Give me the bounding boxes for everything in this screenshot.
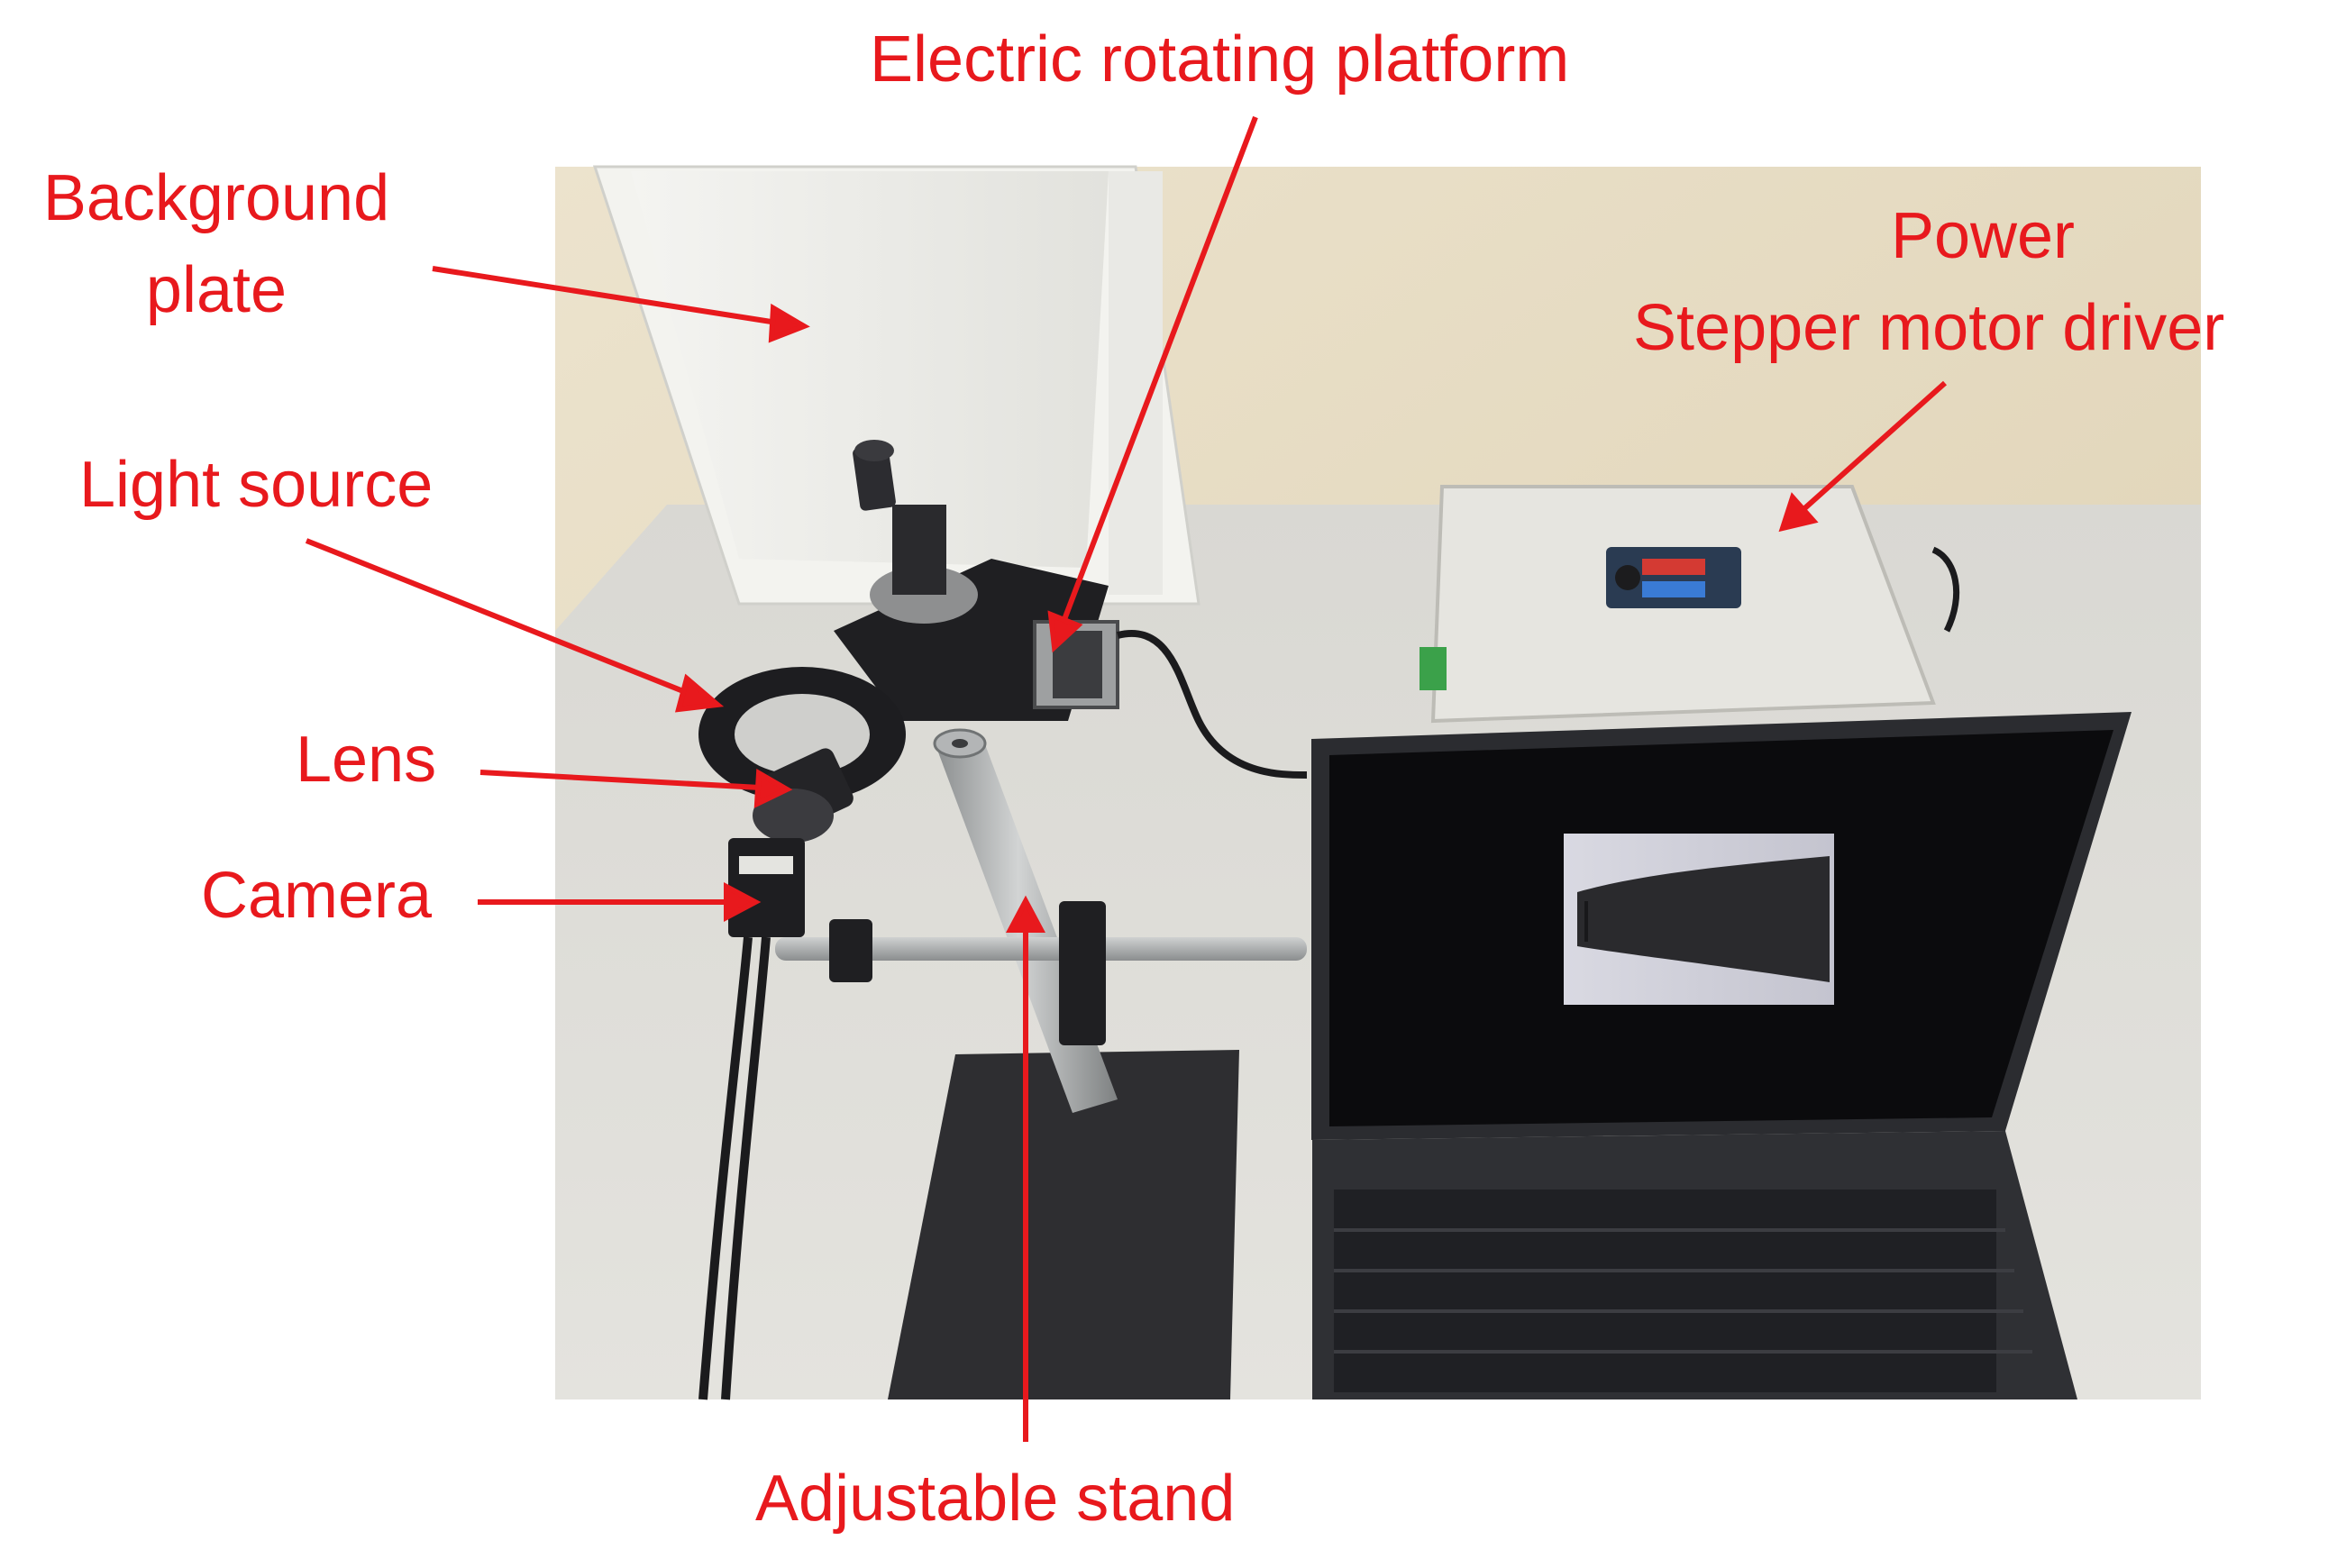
arrow-head-adjustable-stand xyxy=(1006,895,1045,933)
annotation-arrows xyxy=(305,115,1947,1442)
label-camera: Camera xyxy=(201,860,433,932)
label-background-plate-line2: plate xyxy=(145,254,288,326)
arrow-background-plate xyxy=(432,266,778,325)
stepper-motor xyxy=(1033,620,1308,779)
label-electric-rotating-platform: Electric rotating platform xyxy=(870,23,1570,96)
arrow-head-background-plate xyxy=(768,303,810,343)
arrow-electric-rotating-platform xyxy=(1061,115,1258,624)
arrow-light-source xyxy=(305,538,694,697)
label-lens: Lens xyxy=(296,724,437,796)
arrow-head-light-source xyxy=(674,673,725,713)
label-stepper-motor-driver: Stepper motor driver xyxy=(1633,292,2225,364)
arrow-head-camera xyxy=(724,882,762,922)
label-adjustable-stand: Adjustable stand xyxy=(755,1463,1236,1535)
arrow-lens xyxy=(479,770,761,790)
label-background-plate-line1: Background xyxy=(42,162,390,234)
arrow-head-electric-rotating-platform xyxy=(1047,610,1083,653)
arrow-head-power-stepper-motor-driver xyxy=(1778,492,1819,533)
light-source-ring xyxy=(698,667,906,802)
background-plate xyxy=(592,165,1200,606)
lens xyxy=(753,748,854,843)
label-power: Power xyxy=(1890,200,2076,272)
camera xyxy=(698,838,805,1400)
arrow-power-stepper-motor-driver xyxy=(1799,380,1947,515)
power-stepper-motor-driver-box xyxy=(1420,485,1960,724)
laptop xyxy=(1311,712,2132,1399)
arrow-head-lens xyxy=(753,768,793,808)
label-light-source: Light source xyxy=(79,449,434,521)
